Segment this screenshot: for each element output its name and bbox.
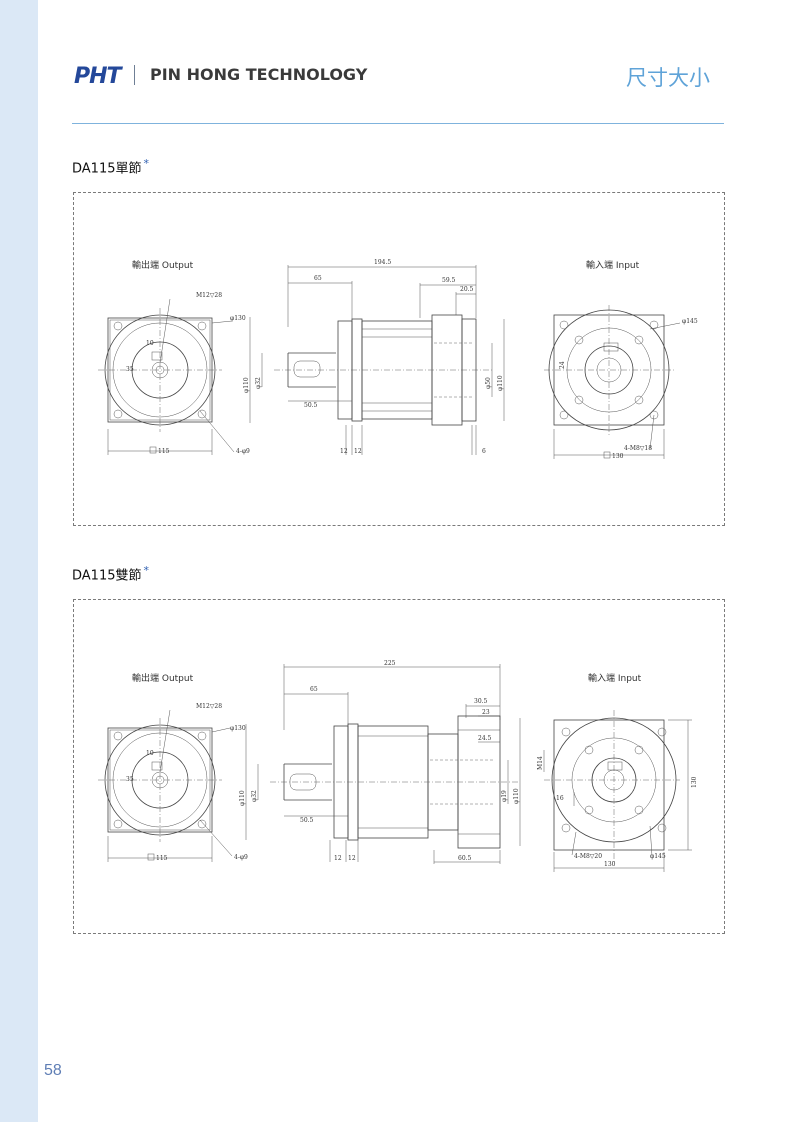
header-rule: [72, 123, 724, 124]
page-number: 58: [44, 1062, 62, 1079]
dim-key-height: 35: [126, 366, 134, 373]
side-strip: [0, 0, 38, 1122]
dim-12a: 12: [334, 855, 342, 862]
dim-12a: 12: [340, 448, 348, 455]
page-title: 尺寸大小: [626, 66, 710, 90]
section-title-text: DA115雙節: [72, 568, 142, 584]
output-view: [98, 298, 235, 455]
dim-in-d2: φ110: [497, 375, 504, 391]
dim-key-height: 35: [126, 776, 134, 783]
input-label: 輸入端 Input: [588, 672, 642, 684]
input-view: [544, 305, 681, 459]
dim-in-d24: 24: [559, 361, 566, 369]
dim-square115: 115: [158, 448, 170, 455]
dim-16: 16: [556, 795, 564, 802]
side-view: [245, 664, 521, 864]
dim-in-d2: φ110: [513, 788, 520, 804]
dim-65: 65: [310, 686, 318, 693]
dim-square130: 130: [612, 453, 624, 460]
dim-phi145: φ145: [650, 853, 666, 860]
drawing-frame-single: 輸出端 Output 輸入端 Input M12▽28 φ1: [73, 192, 725, 526]
dim-12b: 12: [354, 448, 362, 455]
dim-thread: M12▽28: [196, 703, 222, 710]
side-view: [249, 265, 505, 455]
dim-side130: 130: [691, 776, 698, 788]
dim-60-5: 60.5: [458, 855, 472, 862]
dim-20-5: 20.5: [460, 286, 474, 293]
dim-phi130: φ130: [230, 315, 246, 322]
dim-65: 65: [314, 275, 322, 282]
dim-shaft-len: 50.5: [300, 817, 314, 824]
output-view: [98, 709, 233, 862]
dim-thread: M12▽28: [196, 292, 222, 299]
dim-pilot: φ110: [239, 790, 246, 806]
note-star: *: [143, 564, 150, 577]
dim-23: 23: [482, 709, 490, 716]
drawing-frame-double: 輸出端 Output 輸入端 Input M12▽28 φ1: [73, 599, 725, 934]
dim-holes-in: 4-M8▽18: [624, 445, 652, 452]
output-label: 輸出端 Output: [132, 259, 194, 271]
input-label: 輸入端 Input: [586, 259, 640, 271]
dim-30-5: 30.5: [474, 698, 488, 705]
output-label: 輸出端 Output: [132, 672, 194, 684]
dim-59-5: 59.5: [442, 277, 456, 284]
dim-key-width: 10: [146, 340, 154, 347]
section-title-double: DA115雙節*: [72, 564, 149, 583]
note-star: *: [143, 157, 150, 170]
dim-in-d1: φ50: [485, 377, 492, 389]
dim-in-d1: φ19: [501, 790, 508, 802]
dim-6: 6: [482, 448, 486, 455]
dim-square115: 115: [156, 855, 168, 862]
drawing-single: 輸出端 Output 輸入端 Input M12▽28 φ1: [98, 259, 698, 460]
dim-key-width: 10: [146, 750, 154, 757]
drawing-double: 輸出端 Output 輸入端 Input M12▽28 φ1: [98, 660, 698, 872]
dim-24-5: 24.5: [478, 735, 492, 742]
dim-phi145: φ145: [682, 318, 698, 325]
brand-logo: PHT: [74, 64, 122, 89]
dim-holes-in: 4-M8▽20: [574, 853, 602, 860]
dim-holes-out: 4-φ9: [236, 448, 250, 455]
company-name: PIN HONG TECHNOLOGY: [150, 65, 368, 84]
dim-12b: 12: [348, 855, 356, 862]
dim-total-length: 194.5: [374, 259, 391, 266]
dim-shaft-d: φ32: [255, 377, 262, 389]
dim-holes-out: 4-φ9: [234, 854, 248, 861]
section-title-single: DA115單節*: [72, 157, 149, 176]
dim-shaft-len: 50.5: [304, 402, 318, 409]
dim-pilot: φ110: [243, 377, 250, 393]
dim-shaft-d: φ32: [251, 790, 258, 802]
dim-phi130: φ130: [230, 725, 246, 732]
dim-square130: 130: [604, 861, 616, 868]
input-view: [543, 710, 692, 872]
section-title-text: DA115單節: [72, 161, 142, 177]
dim-m14: M14: [537, 756, 544, 770]
header-divider: [134, 65, 135, 85]
dim-total-length: 225: [384, 660, 396, 667]
